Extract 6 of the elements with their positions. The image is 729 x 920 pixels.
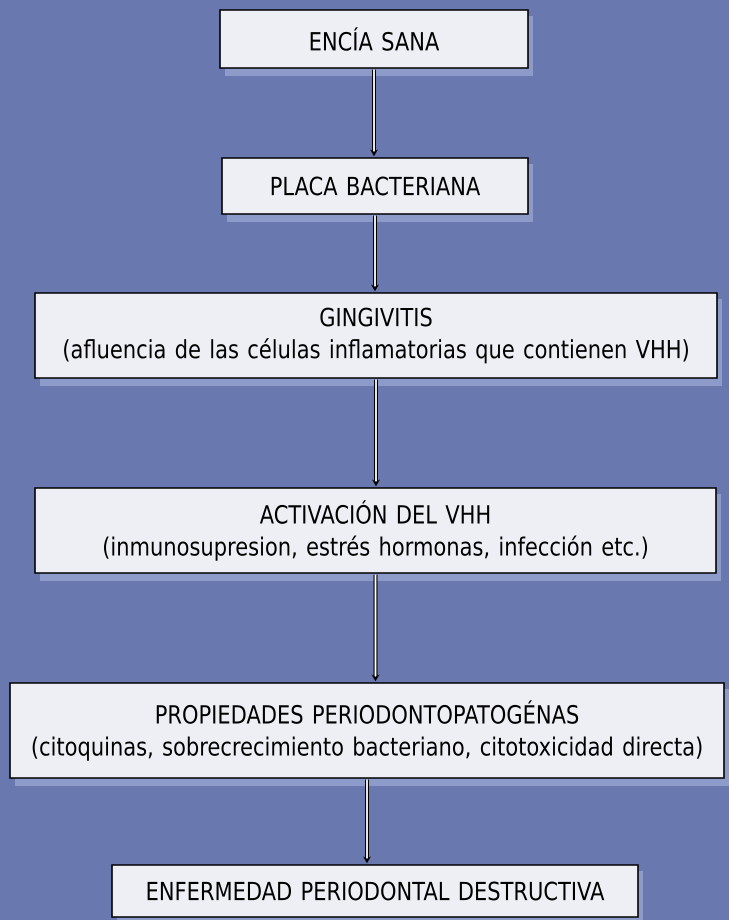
process-box: GINGIVITIS (afluencia de las células inflamatorias que contienen VHH) — [34, 292, 722, 386]
process-box: ACTIVACIÓN DEL VHH (inmunosupresion, estrés hormonas, infección etc.) — [34, 487, 721, 581]
process-box: PLACA BACTERIANA — [221, 157, 533, 222]
process-box: PROPIEDADES PERIODONTOPATOGÉNAS (citoquinas, sobrecrecimiento bacteriano, citotoxicidad directa) — [9, 682, 729, 786]
process-box: ENCÍA SANA — [219, 9, 533, 76]
process-box: ENFERMEDAD PERIODONTAL DESTRUCTIVA — [111, 864, 643, 920]
